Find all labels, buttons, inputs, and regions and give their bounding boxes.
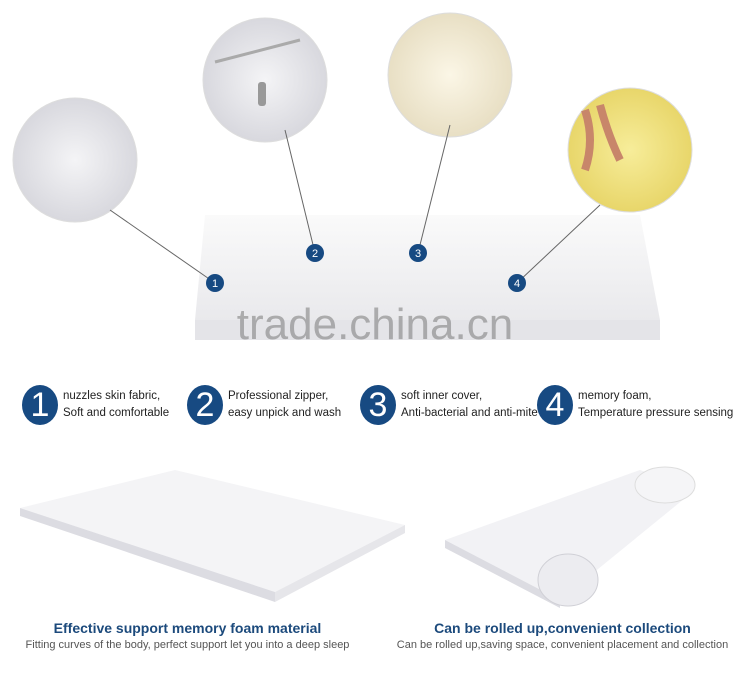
svg-text:2: 2 bbox=[312, 248, 318, 260]
mattress-top-view bbox=[195, 215, 660, 340]
feature-number-badge: 1 bbox=[22, 385, 58, 425]
caption-title: Effective support memory foam material bbox=[53, 620, 322, 636]
caption-title: Can be rolled up,convenient collection bbox=[434, 620, 691, 636]
feature-line2: Soft and comfortable bbox=[63, 407, 170, 419]
caption-subtitle: Can be rolled up,saving space, convenien… bbox=[396, 639, 729, 651]
flat-mattress bbox=[20, 470, 405, 602]
marker-2: 2 bbox=[306, 244, 324, 262]
detail-circle-fabric bbox=[12, 97, 216, 284]
feature-line1: Professional zipper, bbox=[228, 390, 329, 402]
feature-line2: Temperature pressure sensing bbox=[578, 407, 734, 419]
feature-line1: nuzzles skin fabric, bbox=[63, 390, 161, 402]
feature-4: 4 memory foam, Temperature pressure sensi… bbox=[537, 385, 733, 425]
feature-1: 1 nuzzles skin fabric, Soft and comfortab… bbox=[22, 385, 169, 425]
feature-line1: memory foam, bbox=[578, 390, 652, 402]
caption-support: Effective support memory foam material F… bbox=[0, 620, 375, 651]
svg-text:4: 4 bbox=[514, 278, 520, 290]
feature-2: 2 Professional zipper, easy unpick and wa… bbox=[187, 385, 341, 425]
feature-number-badge: 4 bbox=[537, 385, 573, 425]
feature-line2: easy unpick and wash bbox=[228, 407, 342, 419]
detail-circle-inner-cover bbox=[387, 12, 513, 254]
caption-subtitle: Fitting curves of the body, perfect supp… bbox=[25, 639, 350, 651]
caption-rollable: Can be rolled up,convenient collection C… bbox=[375, 620, 750, 651]
marker-1: 1 bbox=[206, 274, 224, 292]
feature-line2: Anti-bacterial and anti-mite bbox=[401, 407, 538, 419]
feature-line1: soft inner cover, bbox=[401, 390, 483, 402]
feature-number-badge: 3 bbox=[360, 385, 396, 425]
svg-text:1: 1 bbox=[212, 278, 218, 290]
feature-3: 3 soft inner cover, Anti-bacterial and an… bbox=[360, 385, 538, 425]
detail-circle-memory-foam bbox=[516, 87, 693, 284]
detail-circle-zipper bbox=[202, 17, 328, 254]
svg-text:3: 3 bbox=[415, 248, 421, 260]
rolled-mattress bbox=[445, 466, 696, 608]
marker-3: 3 bbox=[409, 244, 427, 262]
watermark: trade.china.cn bbox=[236, 300, 514, 349]
feature-number-badge: 2 bbox=[187, 385, 223, 425]
marker-4: 4 bbox=[508, 274, 526, 292]
